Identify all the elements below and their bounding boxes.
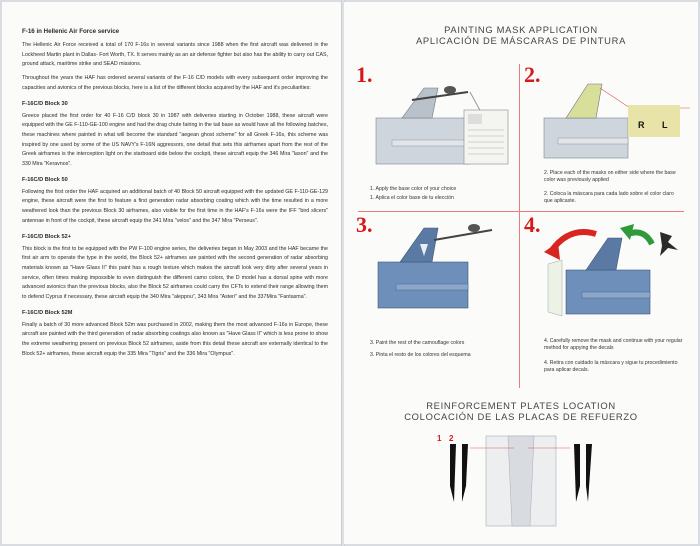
step-4-illustration	[544, 224, 678, 317]
step-3-caption-es: 3. Pinta el resto de los colores del esq…	[370, 352, 471, 358]
mask-label-r: R	[638, 120, 645, 130]
step-4-number: 4.	[524, 212, 541, 237]
step-1-caption-en: 1. Apply the base color of your choice	[370, 186, 457, 192]
reinforcement-illustration	[450, 435, 592, 527]
plate-1-left-shape	[450, 444, 456, 502]
intro-paragraph-1: The Hellenic Air Force received a total …	[22, 42, 328, 68]
reinforcement-title-es: COLOCACIÓN DE LAS PLACAS DE REFUERZO	[404, 411, 638, 422]
green-arrow-icon	[620, 224, 634, 240]
page-fold	[341, 0, 345, 546]
red-arrow-icon	[544, 242, 560, 260]
section-text-block52plus: This block is the first to be equipped w…	[22, 245, 328, 301]
grid-divider-vertical	[519, 64, 520, 388]
section-title-block52m: F-16C/D Block 52M	[22, 309, 73, 316]
step-2-number: 2.	[524, 62, 541, 87]
step-3-number: 3.	[356, 212, 373, 237]
step-3-caption-en: 3. Paint the rest of the camouflage colo…	[370, 340, 465, 346]
mask-sheet-swatch: R L	[628, 105, 680, 137]
section-title-block52plus: F-16C/D Block 52+	[22, 233, 71, 240]
step-2-caption-en: 2. Place each of the masks on either sid…	[544, 170, 676, 183]
step-2-caption-es: 2. Coloca la máscara para cada lado sobr…	[544, 191, 674, 204]
step-3-illustration	[377, 224, 493, 309]
reinforcement-title-en: REINFORCEMENT PLATES LOCATION	[426, 400, 616, 411]
step-4-caption-es: 4. Retira con cuidado la máscara y sigue…	[544, 360, 678, 373]
eagle-icon	[660, 232, 678, 256]
section-text-block50: Following the first order the HAF acquir…	[22, 188, 328, 224]
plate-2-left-shape	[462, 444, 468, 502]
mask-title-en: PAINTING MASK APPLICATION	[444, 24, 598, 35]
history-page: F-16 in Hellenic Air Force service The H…	[2, 2, 342, 544]
page-heading: F-16 in Hellenic Air Force service	[22, 28, 120, 35]
step-4-caption-en: 4. Carefully remove the mask and continu…	[544, 338, 683, 351]
section-text-block52m: Finally a batch of 30 more advanced Bloc…	[22, 321, 328, 357]
step-1-number: 1.	[356, 62, 373, 87]
instructions-page: PAINTING MASK APPLICATION APLICACIÓN DE …	[344, 2, 698, 544]
step-1-illustration	[375, 86, 509, 165]
step-1-caption-es: 1. Aplica el color base de tu elección	[370, 195, 454, 201]
intro-paragraph-2: Throughout the years the HAF has ordered…	[22, 75, 328, 91]
grid-divider-horizontal	[358, 211, 684, 212]
plate-label-2: 2	[449, 434, 454, 443]
section-title-block50: F-16C/D Block 50	[22, 176, 68, 183]
step-2-illustration	[543, 83, 690, 159]
mask-label-l: L	[662, 120, 668, 130]
section-text-block30: Greece placed the first order for 40 F-1…	[22, 112, 328, 168]
plate-2-right-shape	[586, 444, 592, 502]
plate-label-1: 1	[437, 434, 442, 443]
section-title-block30: F-16C/D Block 30	[22, 100, 68, 107]
mask-title-es: APLICACIÓN DE MÁSCARAS DE PINTURA	[415, 35, 627, 46]
plate-1-right-shape	[574, 444, 580, 502]
